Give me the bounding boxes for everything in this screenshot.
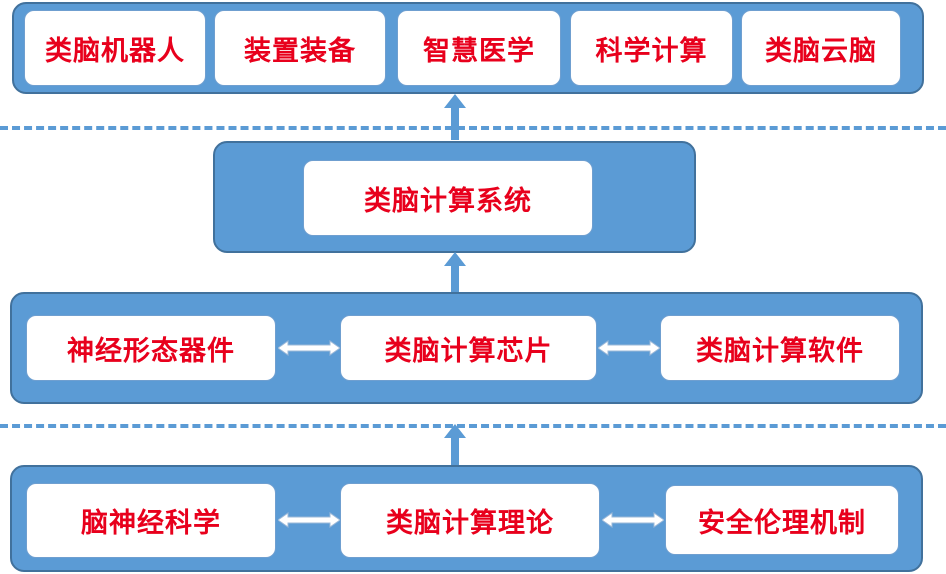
brain-computing-theory-box: 类脑计算理论	[340, 483, 600, 558]
up-arrow-icon	[444, 252, 466, 292]
brain-computing-system-box: 类脑计算系统	[303, 160, 593, 236]
layer-separator-bottom	[0, 424, 946, 428]
app-item-brain-robot: 类脑机器人	[24, 10, 206, 86]
app-item-smart-medicine: 智慧医学	[397, 10, 561, 86]
brain-computing-chip-box: 类脑计算芯片	[340, 315, 597, 381]
app-item-brain-cloud: 类脑云脑	[741, 10, 901, 86]
app-item-devices: 装置装备	[214, 10, 386, 86]
neuromorphic-devices-box: 神经形态器件	[26, 315, 276, 381]
neuroscience-box: 脑神经科学	[26, 483, 276, 558]
layer-separator-top	[0, 126, 946, 130]
bidirectional-arrow-icon	[278, 340, 340, 356]
bidirectional-arrow-icon	[278, 512, 340, 528]
bidirectional-arrow-icon	[598, 340, 660, 356]
up-arrow-icon	[444, 424, 466, 466]
brain-computing-software-box: 类脑计算软件	[660, 315, 900, 381]
app-item-scientific-computing: 科学计算	[570, 10, 733, 86]
safety-ethics-box: 安全伦理机制	[665, 485, 899, 555]
bidirectional-arrow-icon	[602, 512, 664, 528]
up-arrow-icon	[444, 94, 466, 140]
